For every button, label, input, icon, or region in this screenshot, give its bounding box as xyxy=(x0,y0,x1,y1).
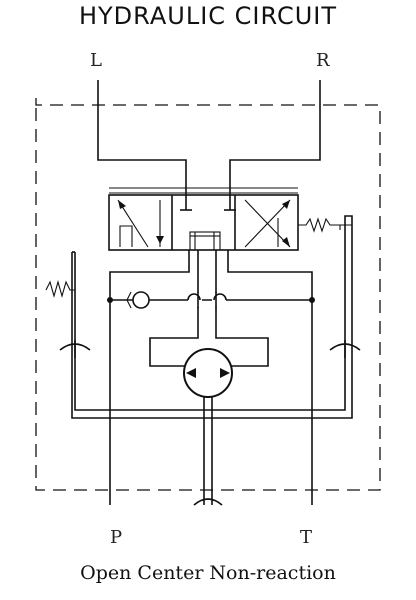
check-valve xyxy=(107,291,315,309)
port-label-p: P xyxy=(110,527,122,548)
port-label-t: T xyxy=(300,527,312,548)
valve-to-manifold-lines xyxy=(109,250,313,505)
line-crossings xyxy=(187,292,227,308)
dashed-boundary xyxy=(35,98,381,491)
right-spring xyxy=(298,217,352,233)
port-label-l: L xyxy=(90,50,102,71)
l-r-lines xyxy=(97,80,321,211)
inner-circuit-box xyxy=(71,215,353,419)
flow-arc-symbols xyxy=(59,340,361,506)
diagram-title: HYDRAULIC CIRCUIT xyxy=(78,2,338,30)
port-label-r: R xyxy=(316,50,330,71)
left-spring xyxy=(45,279,75,299)
diagram-caption: Open Center Non-reaction xyxy=(80,562,336,584)
hydraulic-motor xyxy=(183,348,233,505)
directional-valve xyxy=(108,187,299,251)
